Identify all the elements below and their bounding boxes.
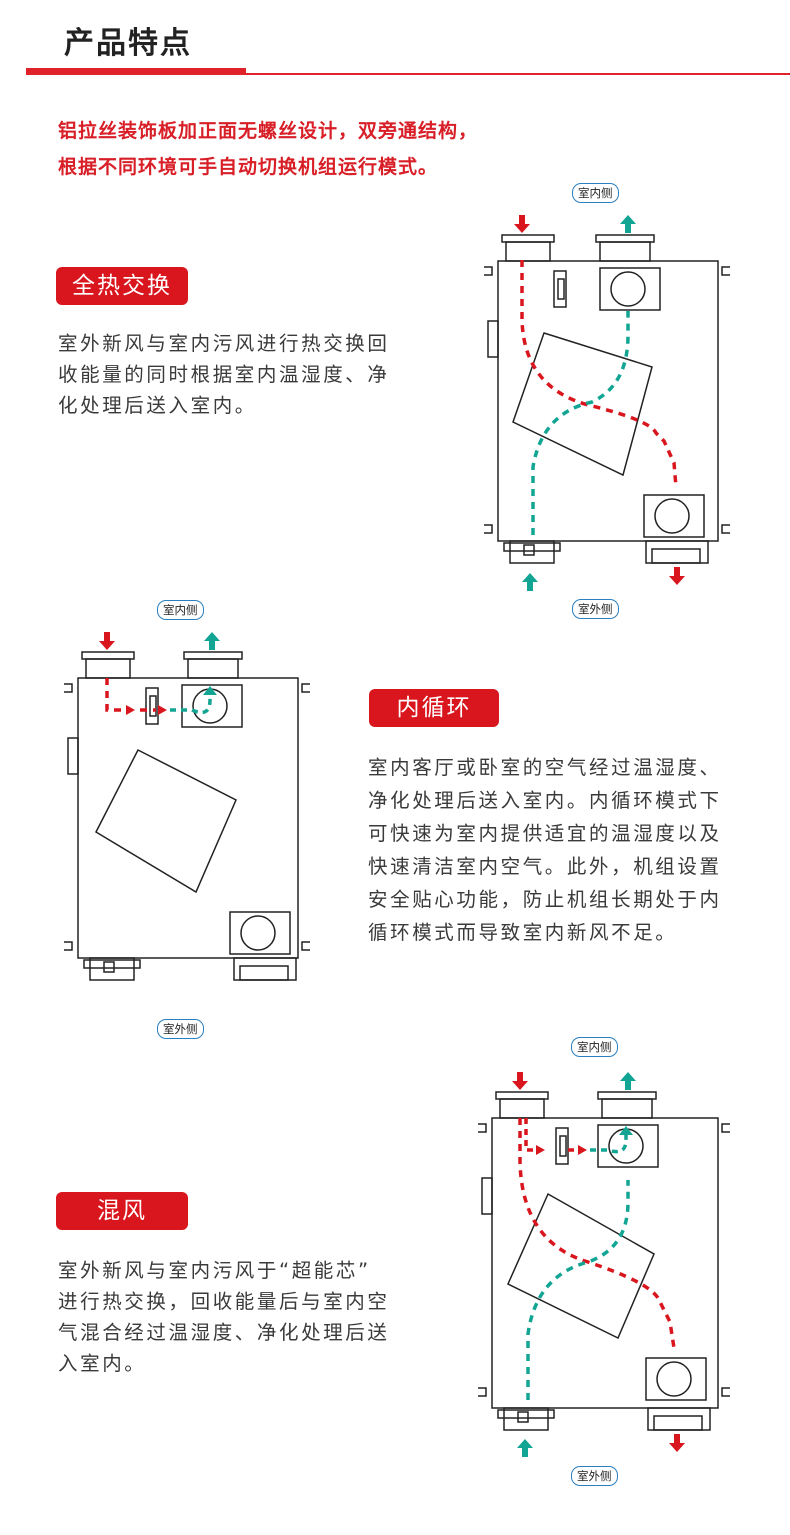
arrow-up-icon <box>620 1072 636 1090</box>
arrow-up-icon <box>204 632 220 650</box>
mode-badge-full-heat-exchange: 全热交换 <box>56 267 188 305</box>
arrow-up-icon <box>620 215 636 233</box>
arrow-down-icon <box>669 1434 685 1452</box>
mode-description-full-heat-exchange: 室外新风与室内污风进行热交换回 收能量的同时根据室内温湿度、净 化处理后送入室内… <box>58 328 390 421</box>
diagram-internal-circulation <box>64 632 310 981</box>
fan-icon <box>240 915 276 951</box>
desc-line: 化处理后送入室内。 <box>58 394 257 417</box>
desc-line: 入室内。 <box>58 1352 147 1375</box>
arrow-down-icon <box>512 1072 528 1090</box>
title-underline-accent <box>26 68 246 75</box>
desc-line: 收能量的同时根据室内温湿度、净 <box>58 363 390 386</box>
mode-badge-mixed-air: 混风 <box>56 1192 188 1230</box>
indoor-side-label: 室内侧 <box>572 183 619 203</box>
diagram-mixed-air <box>478 1072 730 1457</box>
arrow-down-icon <box>669 567 685 585</box>
outdoor-side-label: 室外侧 <box>572 599 619 619</box>
unit-housing <box>77 677 299 959</box>
fan-icon <box>656 1361 692 1397</box>
mode-description-mixed-air: 室外新风与室内污风于“超能芯” 进行热交换，回收能量后与室内空 气混合经过温湿度… <box>58 1255 390 1379</box>
indoor-side-label: 室内侧 <box>157 600 204 620</box>
outdoor-side-label: 室外侧 <box>157 1019 204 1039</box>
page-title: 产品特点 <box>64 26 192 61</box>
arrow-down-icon <box>99 632 115 650</box>
desc-line: 净化处理后送入室内。内循环模式下 <box>368 789 722 812</box>
outdoor-side-label: 室外侧 <box>571 1466 618 1486</box>
mode-description-internal-circulation: 室内客厅或卧室的空气经过温湿度、 净化处理后送入室内。内循环模式下 可快速为室内… <box>368 751 722 949</box>
arrow-up-icon <box>522 573 538 591</box>
diagram-full-heat-exchange <box>484 215 730 591</box>
fan-icon <box>610 271 646 307</box>
mode-badge-internal-circulation: 内循环 <box>369 689 499 727</box>
desc-line: 进行热交换，回收能量后与室内空 <box>58 1290 390 1313</box>
desc-line: 快速清洁室内空气。此外，机组设置 <box>368 855 722 878</box>
intro-line-2: 根据不同环境可手自动切换机组运行模式。 <box>58 156 439 178</box>
unit-housing <box>497 260 719 542</box>
desc-line: 安全贴心功能，防止机组长期处于内 <box>368 888 722 911</box>
heat-exchange-core <box>512 332 653 477</box>
desc-line: 循环模式而导致室内新风不足。 <box>368 921 678 944</box>
intro-line-1: 铝拉丝装饰板加正面无螺丝设计，双旁通结构， <box>58 120 479 142</box>
desc-line: 气混合经过温湿度、净化处理后送 <box>58 1321 390 1344</box>
title-underline <box>26 73 790 75</box>
fan-icon <box>654 498 690 534</box>
desc-line: 室外新风与室内污风于“超能芯” <box>58 1259 371 1282</box>
desc-line: 可快速为室内提供适宜的温湿度以及 <box>368 822 722 845</box>
indoor-side-label: 室内侧 <box>571 1037 618 1057</box>
desc-line: 室外新风与室内污风进行热交换回 <box>58 332 390 355</box>
arrow-down-icon <box>514 215 530 233</box>
desc-line: 室内客厅或卧室的空气经过温湿度、 <box>368 756 722 779</box>
arrow-up-icon <box>517 1439 533 1457</box>
